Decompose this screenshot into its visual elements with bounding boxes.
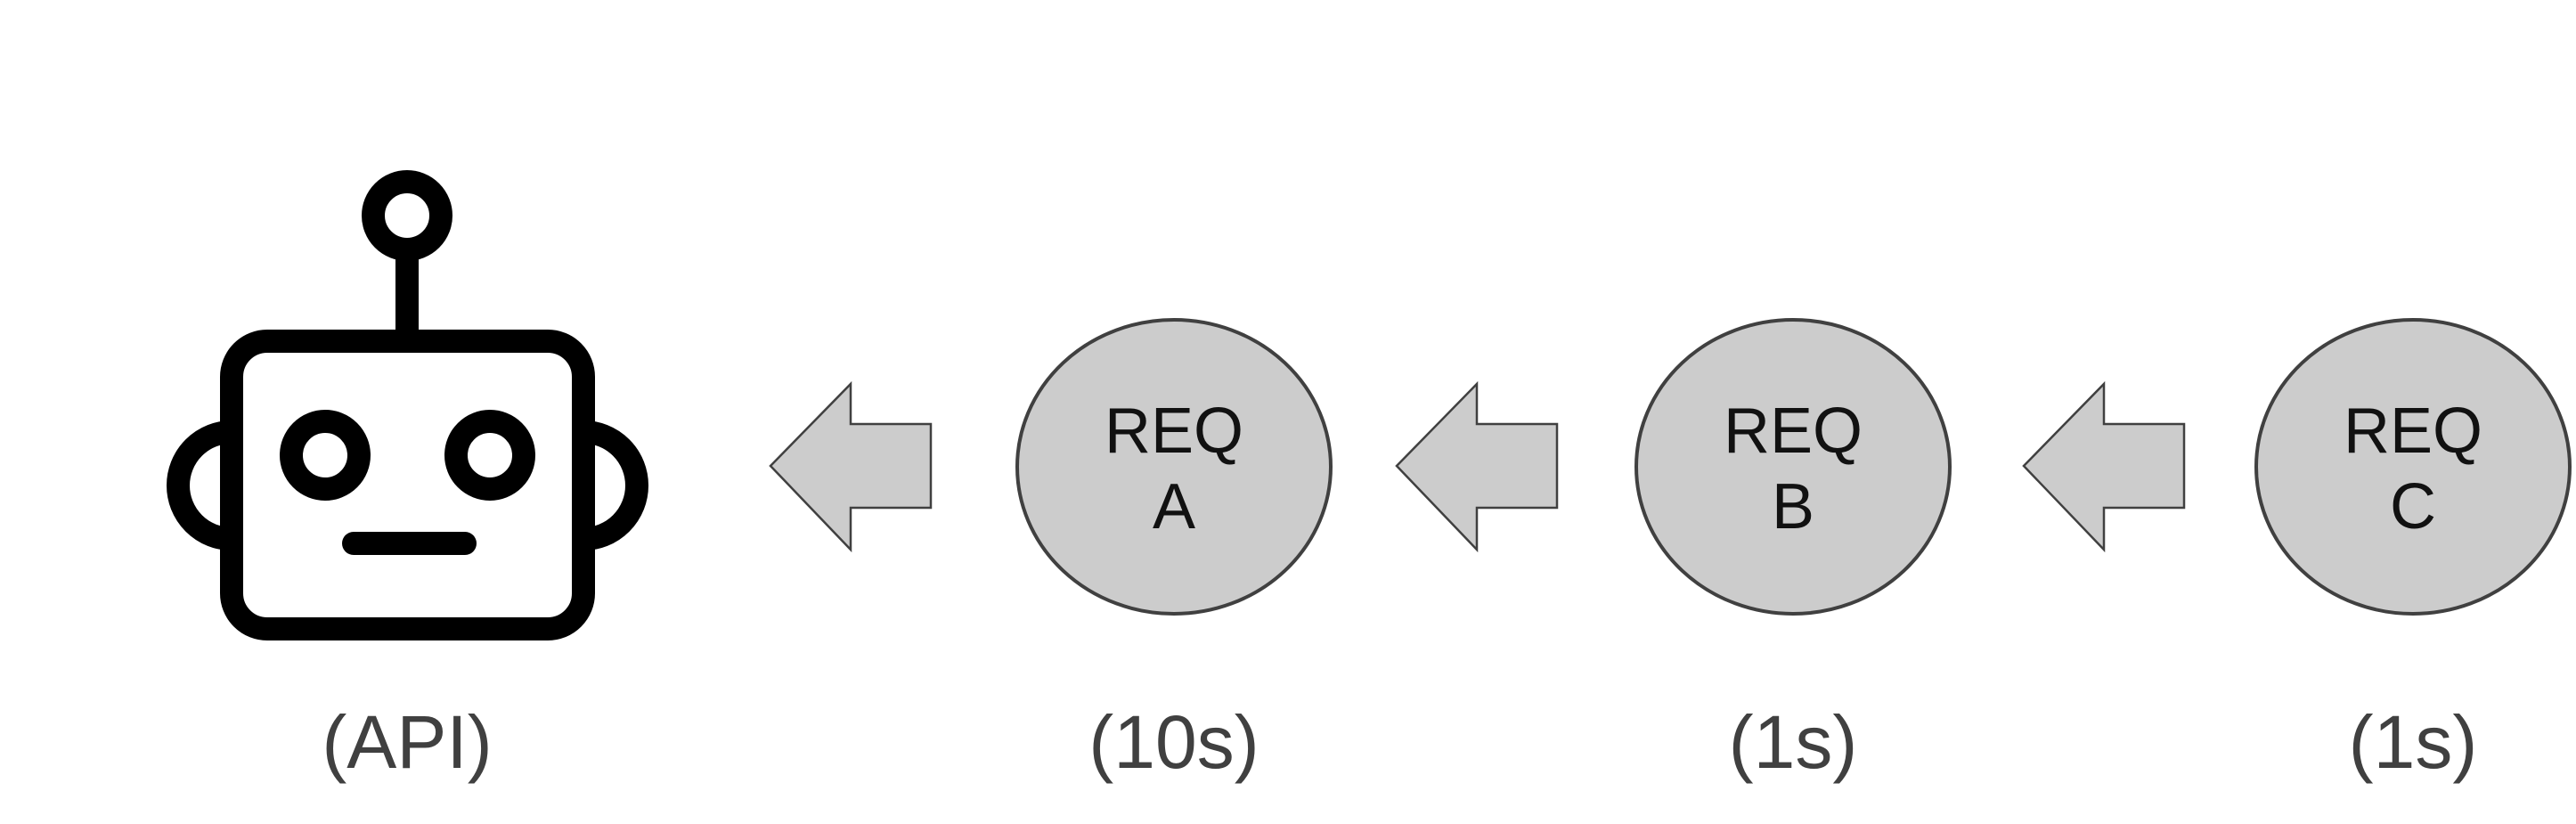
robot-head: [220, 330, 595, 640]
request-node-label-line2: A: [1153, 471, 1195, 543]
right-eye: [444, 410, 535, 501]
request-c-caption: (1s): [2349, 700, 2478, 784]
left-eye: [280, 410, 371, 501]
request-node-shape: [2254, 318, 2572, 616]
request-node-c: REQ C: [2254, 318, 2572, 616]
arrow-left-icon: [1395, 380, 1559, 553]
left-ear: [167, 420, 243, 551]
arrow-left-icon: [769, 380, 933, 553]
request-node-a: REQ A: [1015, 318, 1333, 616]
request-node-b: REQ B: [1634, 318, 1952, 616]
request-node-label-line1: REQ: [2344, 396, 2482, 467]
request-node-shape: [1015, 318, 1333, 616]
arrow-left-icon: [2022, 380, 2186, 553]
request-node-label-line1: REQ: [1105, 396, 1243, 467]
request-a-caption: (10s): [1088, 700, 1259, 784]
robot-icon: [167, 170, 648, 640]
request-node-label-line1: REQ: [1724, 396, 1863, 467]
request-node-label-line2: B: [1772, 471, 1814, 543]
request-b-caption: (1s): [1729, 700, 1858, 784]
api-caption: (API): [322, 700, 492, 784]
request-node-shape: [1634, 318, 1952, 616]
request-node-label-line2: C: [2390, 471, 2436, 543]
right-ear: [572, 420, 648, 551]
